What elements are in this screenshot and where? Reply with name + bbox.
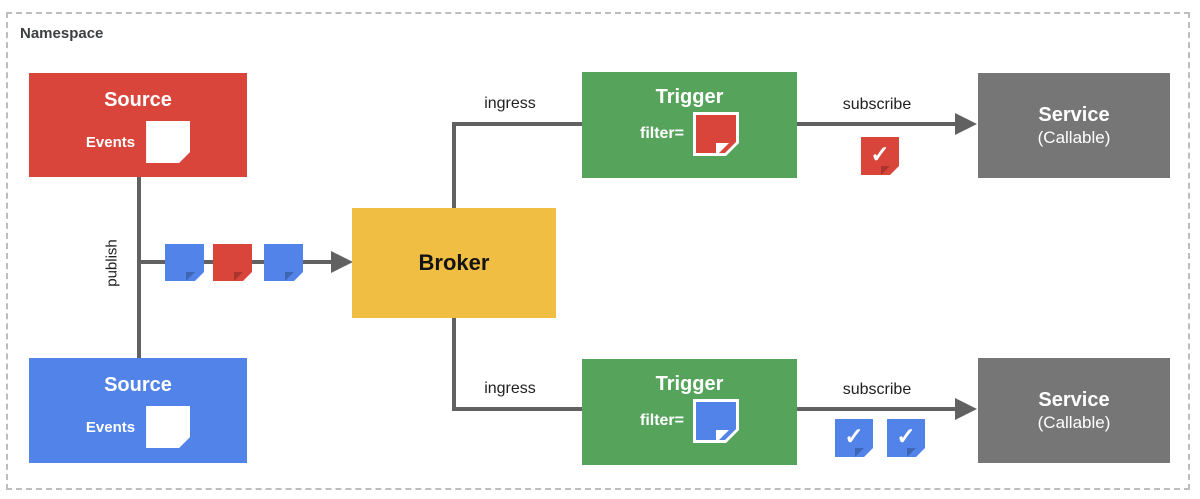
check-note-red-icon: ✓: [861, 137, 899, 175]
subscribe-bottom-arrowhead-icon: [955, 398, 977, 420]
source-bottom-events-label: Events: [85, 418, 136, 436]
checkmark-icon: ✓: [844, 422, 864, 449]
subscribe-bottom-line: [797, 407, 957, 411]
trigger-top-filter-row: filter=: [582, 112, 797, 156]
ingress-top-line: [452, 122, 582, 126]
service-node-top: Service (Callable): [978, 73, 1170, 178]
subscribe-top-arrowhead-icon: [955, 113, 977, 135]
source-connector-line: [137, 177, 141, 358]
filter-note-blue-icon: [693, 399, 739, 443]
source-node-bottom: Source Events: [29, 358, 247, 463]
ingress-top-label: ingress: [484, 95, 536, 112]
event-note-white-icon: [146, 406, 190, 448]
note-fold-icon: [186, 272, 195, 281]
note-fold-icon: [285, 272, 294, 281]
note-fold-icon: [907, 448, 916, 457]
trigger-bottom-filter-row: filter=: [582, 399, 797, 443]
subscribe-bottom-label: subscribe: [842, 381, 912, 398]
source-top-events-label: Events: [85, 133, 136, 151]
ingress-bottom-line: [452, 407, 582, 411]
source-top-title: Source: [104, 89, 172, 111]
trigger-bottom-title: Trigger: [655, 373, 724, 395]
trigger-node-bottom: Trigger filter=: [582, 359, 797, 465]
subscribe-top-label: subscribe: [842, 96, 912, 113]
source-node-top: Source Events: [29, 73, 247, 177]
source-bottom-events-row: Events: [29, 406, 247, 448]
checkmark-icon: ✓: [870, 140, 890, 167]
broker-ingress-top-vline: [452, 124, 456, 210]
subscribe-top-line: [797, 122, 957, 126]
namespace-boundary: [6, 12, 1190, 490]
publish-edge-label: publish: [103, 239, 121, 287]
event-note-blue-icon: [165, 244, 204, 281]
trigger-node-top: Trigger filter=: [582, 72, 797, 178]
trigger-top-filter-label: filter=: [639, 125, 684, 142]
namespace-label: Namespace: [20, 25, 104, 42]
service-top-subtitle: (Callable): [1037, 128, 1111, 147]
event-note-white-icon: [146, 121, 190, 163]
trigger-top-title: Trigger: [655, 86, 724, 108]
note-fold-icon: [881, 166, 890, 175]
ingress-bottom-label: ingress: [484, 380, 536, 397]
service-bottom-title: Service: [1038, 389, 1110, 411]
source-bottom-title: Source: [104, 374, 172, 396]
filter-note-red-icon: [693, 112, 739, 156]
event-note-red-icon: [213, 244, 252, 281]
note-fold-icon: [234, 272, 243, 281]
service-node-bottom: Service (Callable): [978, 358, 1170, 463]
note-fold-icon: [855, 448, 864, 457]
broker-node: Broker: [352, 208, 556, 318]
check-note-blue-icon: ✓: [887, 419, 925, 457]
service-bottom-subtitle: (Callable): [1037, 413, 1111, 432]
trigger-bottom-filter-label: filter=: [639, 412, 684, 429]
service-top-title: Service: [1038, 104, 1110, 126]
check-note-blue-icon: ✓: [835, 419, 873, 457]
event-note-blue-icon: [264, 244, 303, 281]
checkmark-icon: ✓: [896, 422, 916, 449]
broker-title: Broker: [418, 250, 490, 275]
source-top-events-row: Events: [29, 121, 247, 163]
broker-ingress-bottom-vline: [452, 316, 456, 411]
publish-arrowhead-icon: [331, 251, 353, 273]
